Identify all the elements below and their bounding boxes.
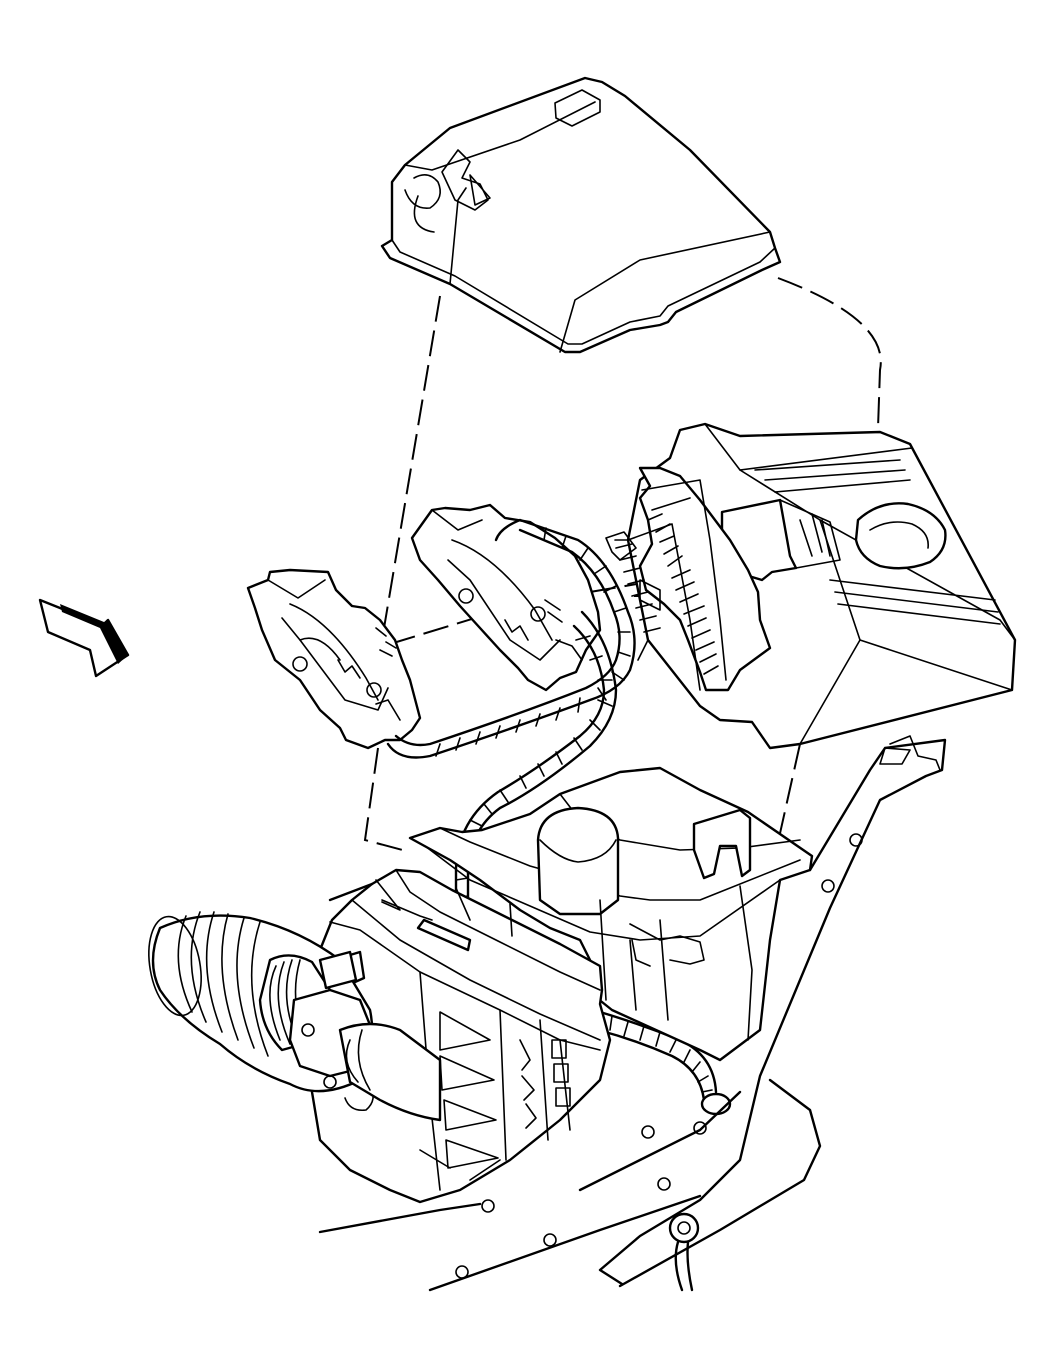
- intake-duct: [148, 911, 442, 1122]
- mounting-bracket-housing: [408, 766, 814, 1062]
- connector-cover: [380, 76, 782, 354]
- vehicle-frame: [318, 735, 947, 1292]
- engine-control-module: [605, 422, 1017, 750]
- harness-connector-2: [410, 503, 602, 692]
- air-cleaner-housing: [308, 868, 612, 1204]
- harness-connector-1: [246, 568, 422, 750]
- ground-eyelet-icon: [668, 1212, 700, 1292]
- view-direction-arrow-icon: [38, 598, 130, 678]
